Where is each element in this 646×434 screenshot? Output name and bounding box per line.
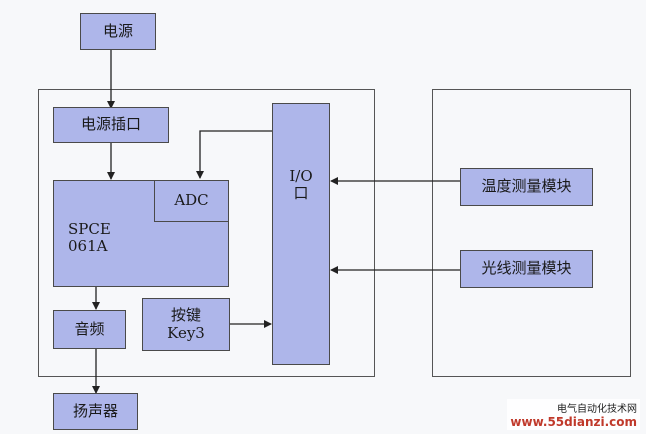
main-controller-frame bbox=[38, 89, 375, 377]
key-block: 按键 Key3 bbox=[142, 298, 230, 351]
sensor-module-frame bbox=[432, 89, 631, 377]
light-module-block: 光线测量模块 bbox=[460, 250, 593, 288]
temperature-module-block: 温度测量模块 bbox=[460, 168, 593, 206]
arrow-io-to-adc bbox=[196, 130, 272, 179]
adc-block: ADC bbox=[154, 180, 229, 222]
key-label-line1: 按键 bbox=[170, 306, 201, 325]
power-block: 电源 bbox=[80, 13, 156, 50]
power-label: 电源 bbox=[102, 21, 133, 40]
speaker-label: 扬声器 bbox=[72, 401, 118, 420]
watermark-title: 电气自动化技术网 bbox=[557, 404, 637, 415]
temperature-module-label: 温度测量模块 bbox=[481, 177, 572, 196]
power-socket-block: 电源插口 bbox=[53, 107, 169, 143]
light-module-label: 光线测量模块 bbox=[481, 259, 572, 278]
site-watermark: 电气自动化技术网 www.55dianzi.com bbox=[507, 399, 640, 430]
audio-block: 音频 bbox=[53, 310, 126, 349]
io-port-block: I/O 口 bbox=[272, 103, 330, 365]
io-label-line2: 口 bbox=[293, 184, 309, 203]
audio-label: 音频 bbox=[74, 319, 105, 338]
power-socket-label: 电源插口 bbox=[80, 115, 141, 134]
key-label-line2: Key3 bbox=[167, 323, 205, 342]
adc-label: ADC bbox=[174, 191, 209, 210]
spce-label-line1: SPCE bbox=[68, 220, 111, 238]
spce-label-line2: 061A bbox=[68, 237, 108, 256]
speaker-block: 扬声器 bbox=[53, 393, 138, 430]
io-label-line1: I/O bbox=[289, 167, 313, 185]
watermark-url: www.55dianzi.com bbox=[510, 415, 637, 429]
